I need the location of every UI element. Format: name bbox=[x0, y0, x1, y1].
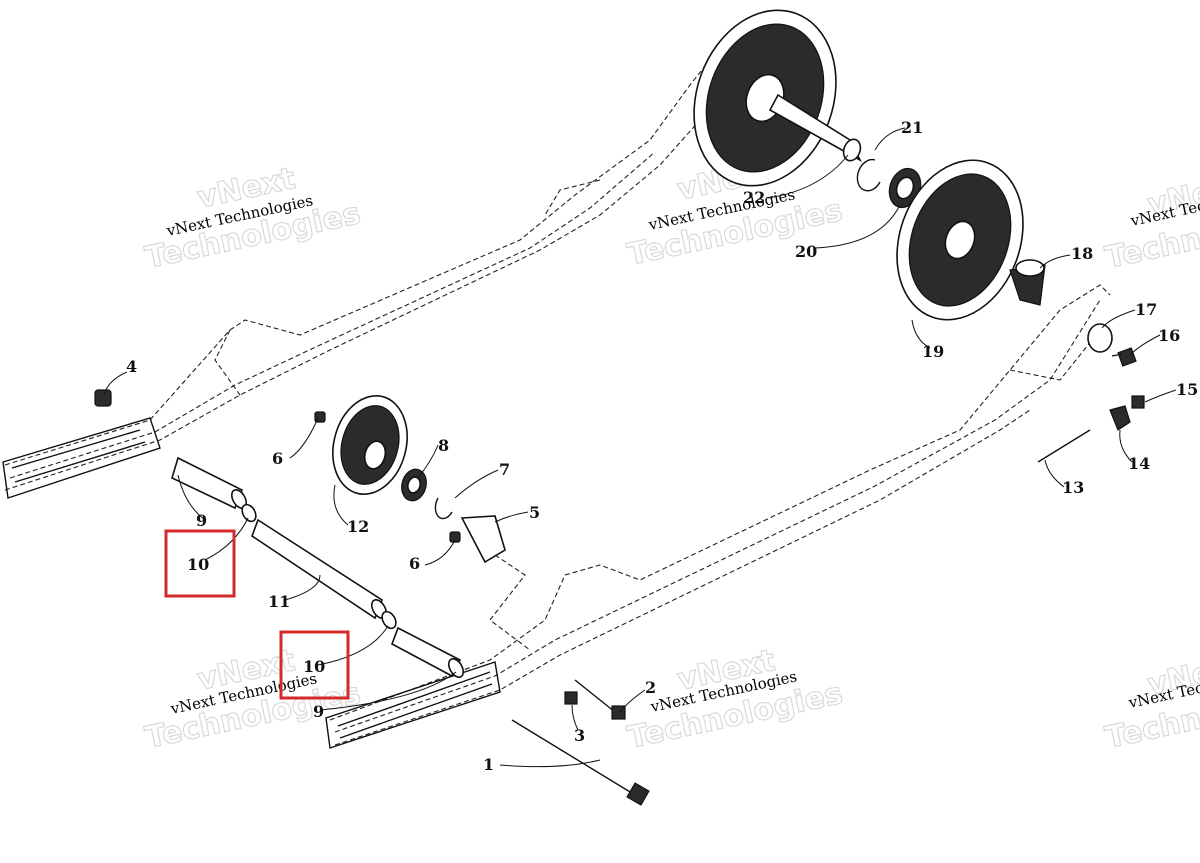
callout-19: 19 bbox=[922, 342, 944, 361]
highlight-box-10-right bbox=[279, 630, 350, 700]
bolt-3 bbox=[564, 691, 578, 705]
ring-10-right bbox=[381, 610, 397, 630]
callout-6: 6 bbox=[409, 554, 420, 573]
callout-1: 1 bbox=[483, 755, 494, 774]
bolt-2 bbox=[574, 679, 626, 720]
spacer-tube-9-left bbox=[171, 456, 248, 510]
axle-arm-5 bbox=[460, 515, 531, 651]
callout-21: 21 bbox=[901, 118, 923, 137]
callout-2: 2 bbox=[645, 678, 656, 697]
circlip-21 bbox=[856, 158, 881, 192]
washer-17 bbox=[1087, 323, 1113, 353]
bolt-16 bbox=[1111, 347, 1137, 367]
spacer-tube-9-right bbox=[391, 626, 465, 678]
idler-wheel-12 bbox=[332, 395, 408, 495]
callout-3: 3 bbox=[574, 726, 585, 745]
callout-6: 6 bbox=[272, 449, 283, 468]
nut-15 bbox=[1131, 395, 1145, 409]
left-rail bbox=[2, 44, 741, 499]
callout-22: 22 bbox=[743, 188, 765, 207]
callout-11: 11 bbox=[268, 592, 290, 611]
nut-14 bbox=[1109, 405, 1131, 431]
callout-13: 13 bbox=[1062, 478, 1084, 497]
callout-9: 9 bbox=[196, 511, 207, 530]
drive-wheel-19 bbox=[896, 159, 1024, 321]
nut-6-lower bbox=[449, 531, 461, 543]
callout-12: 12 bbox=[347, 517, 369, 536]
callout-15: 15 bbox=[1176, 380, 1198, 399]
callout-18: 18 bbox=[1071, 244, 1093, 263]
leader-lines bbox=[103, 127, 1177, 768]
callout-14: 14 bbox=[1128, 454, 1150, 473]
callout-17: 17 bbox=[1135, 300, 1157, 319]
nut-4 bbox=[94, 389, 112, 407]
callout-5: 5 bbox=[529, 503, 540, 522]
callout-10-highlighted: 10 bbox=[303, 657, 325, 676]
clip-7 bbox=[434, 497, 453, 520]
callout-9: 9 bbox=[313, 702, 324, 721]
bearing-20 bbox=[888, 167, 922, 209]
ring-10-left bbox=[241, 503, 257, 523]
drive-wheel-large bbox=[693, 9, 862, 187]
callout-4: 4 bbox=[126, 357, 137, 376]
bearing-8 bbox=[401, 468, 427, 502]
callout-10-highlighted: 10 bbox=[187, 555, 209, 574]
highlight-box-10-left bbox=[164, 529, 236, 598]
callout-20: 20 bbox=[795, 242, 817, 261]
callout-labels: 1 2 3 4 5 6 6 7 8 9 9 10 10 11 12 13 14 … bbox=[126, 118, 1198, 774]
bolt-1 bbox=[511, 719, 650, 806]
rod-13 bbox=[1037, 429, 1091, 463]
right-rail bbox=[325, 284, 1111, 749]
watermark-group: vNext Technologies vNext Technologies vN… bbox=[142, 152, 1200, 756]
callout-8: 8 bbox=[438, 436, 449, 455]
hub-18 bbox=[1009, 259, 1046, 306]
callout-16: 16 bbox=[1158, 326, 1180, 345]
callout-7: 7 bbox=[499, 460, 510, 479]
